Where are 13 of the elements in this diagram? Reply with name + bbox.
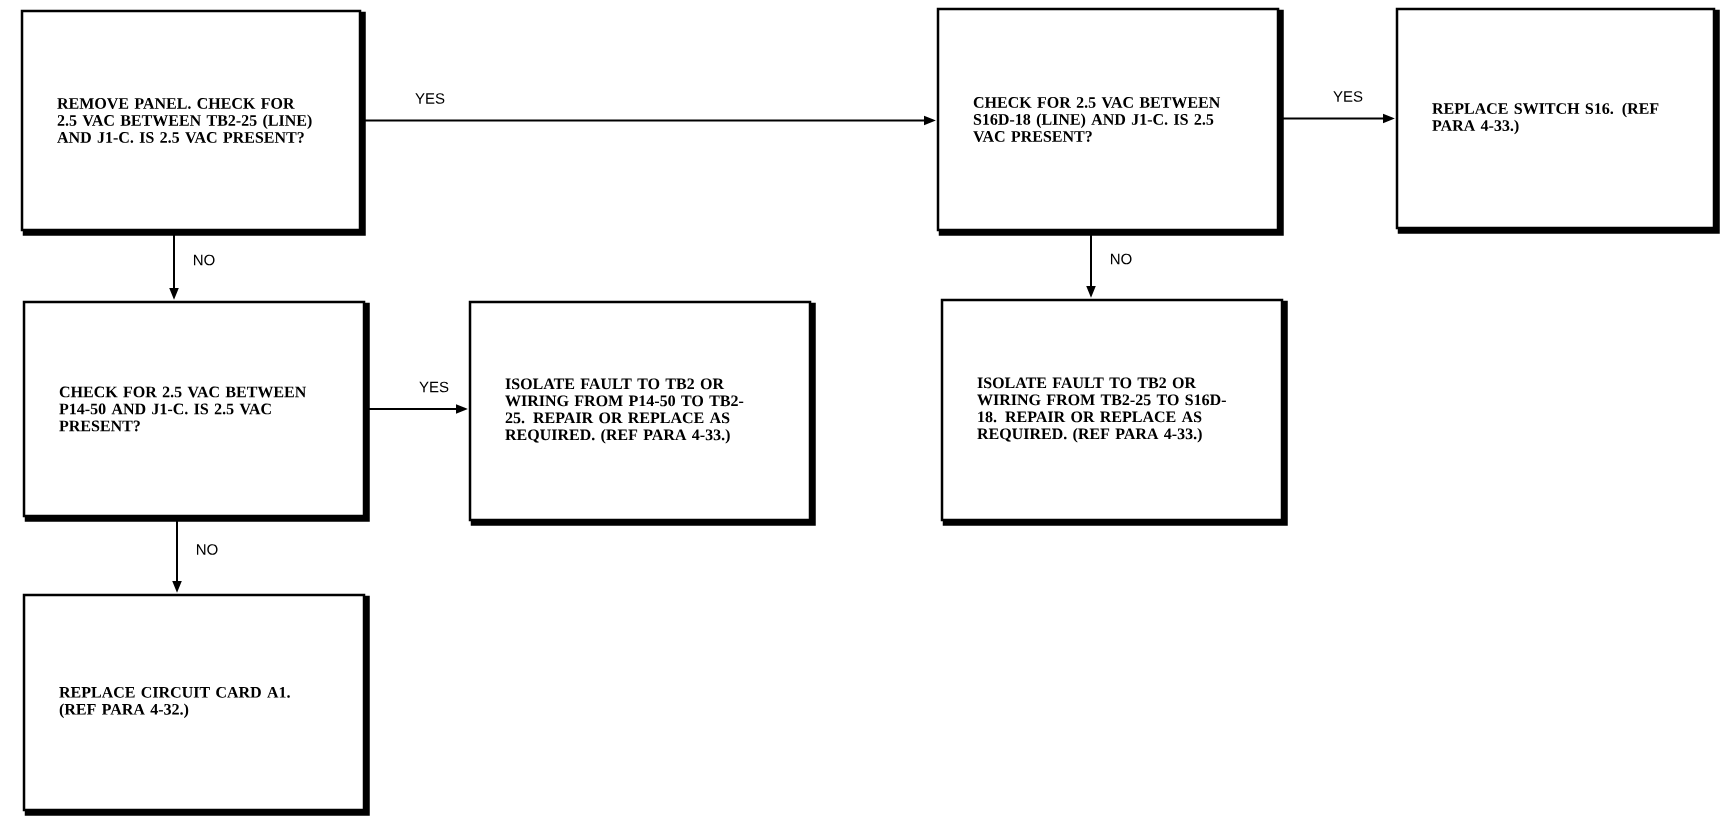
edge-label: YES (419, 381, 449, 393)
edge-label: YES (415, 93, 445, 104)
process-box: REPLACE SWITCH S16. (REF PARA 4-33.) (1395, 7, 1720, 234)
edge-label: YES (1333, 91, 1363, 102)
process-box: REMOVE PANEL. CHECK FOR 2.5 VAC BETWEEN TB2-25 (LINE) AND J1-C. IS 2.5 VAC PRESENT? (20, 9, 366, 236)
edge-label: NO (194, 254, 215, 266)
process-box: CHECK FOR 2.5 VAC BETWEEN P14-50 AND J1-C. IS 2.5 VAC PRESENT? (22, 300, 370, 522)
edge-label: NO (197, 544, 218, 555)
process-box: ISOLATE FAULT TO TB2 OR WIRING FROM TB2-25 TO S16D-18. REPAIR OR REPLACE AS REQUIRED. (REF PARA 4-33.) (940, 298, 1288, 526)
edge-label: NO (1111, 253, 1132, 265)
process-box: REPLACE CIRCUIT CARD A1. (REF PARA 4-32.) (22, 593, 370, 816)
process-box: CHECK FOR 2.5 VAC BETWEEN S16D-18 (LINE) AND J1-C. IS 2.5 VAC PRESENT? (936, 7, 1284, 236)
process-box: ISOLATE FAULT TO TB2 OR WIRING FROM P14-50 TO TB2-25. REPAIR OR REPLACE AS REQUIRED. (REF PARA 4-33.) (468, 300, 816, 526)
